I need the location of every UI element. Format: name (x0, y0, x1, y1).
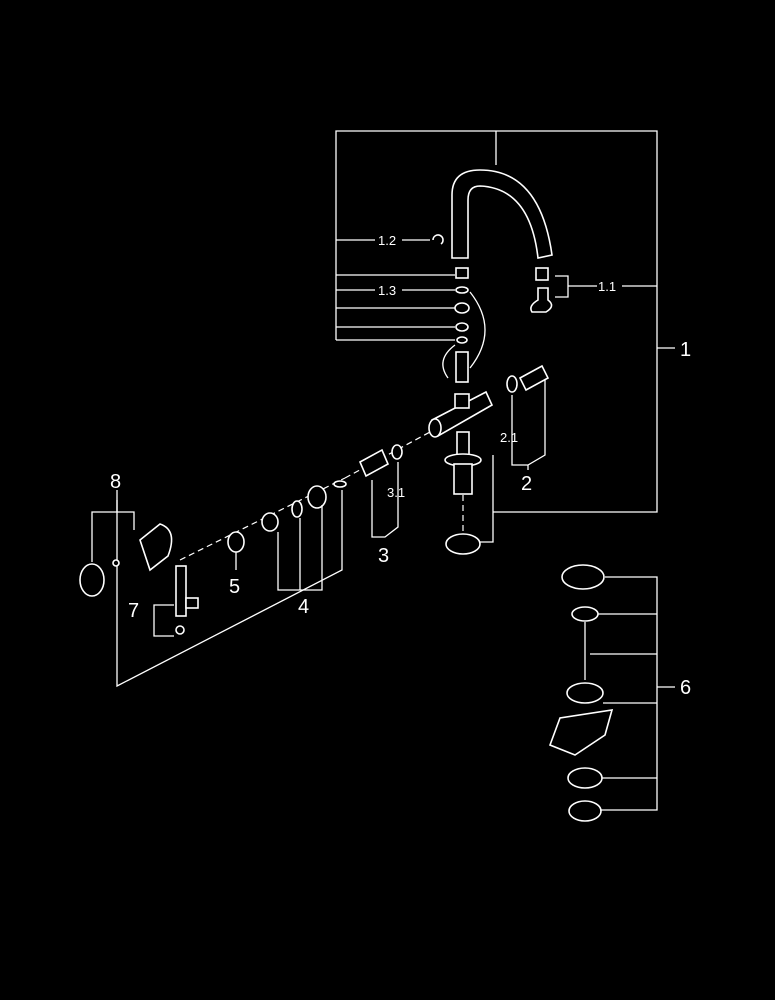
drain-part-6 (548, 564, 675, 822)
spout (432, 169, 553, 383)
bracket-part-1 (335, 130, 675, 543)
label-part-6: 6 (680, 677, 691, 699)
mixer-body (428, 390, 494, 555)
label-part-3: 3 (378, 545, 389, 567)
label-part-3-1: 3.1 (387, 485, 405, 500)
label-part-8: 8 (110, 471, 121, 493)
label-part-1-3: 1.3 (378, 283, 396, 298)
label-part-1-2: 1.2 (378, 233, 396, 248)
label-part-2-1: 2.1 (500, 430, 518, 445)
label-part-5: 5 (229, 576, 240, 598)
label-part-2: 2 (521, 473, 532, 495)
label-part-7: 7 (128, 600, 139, 622)
label-part-1-1: 1.1 (598, 279, 616, 294)
handle-assembly (79, 477, 347, 688)
label-part-4: 4 (298, 596, 309, 618)
label-part-1: 1 (680, 339, 691, 361)
cartridge-part-3 (344, 431, 431, 538)
cartridge-part-2 (506, 364, 550, 470)
